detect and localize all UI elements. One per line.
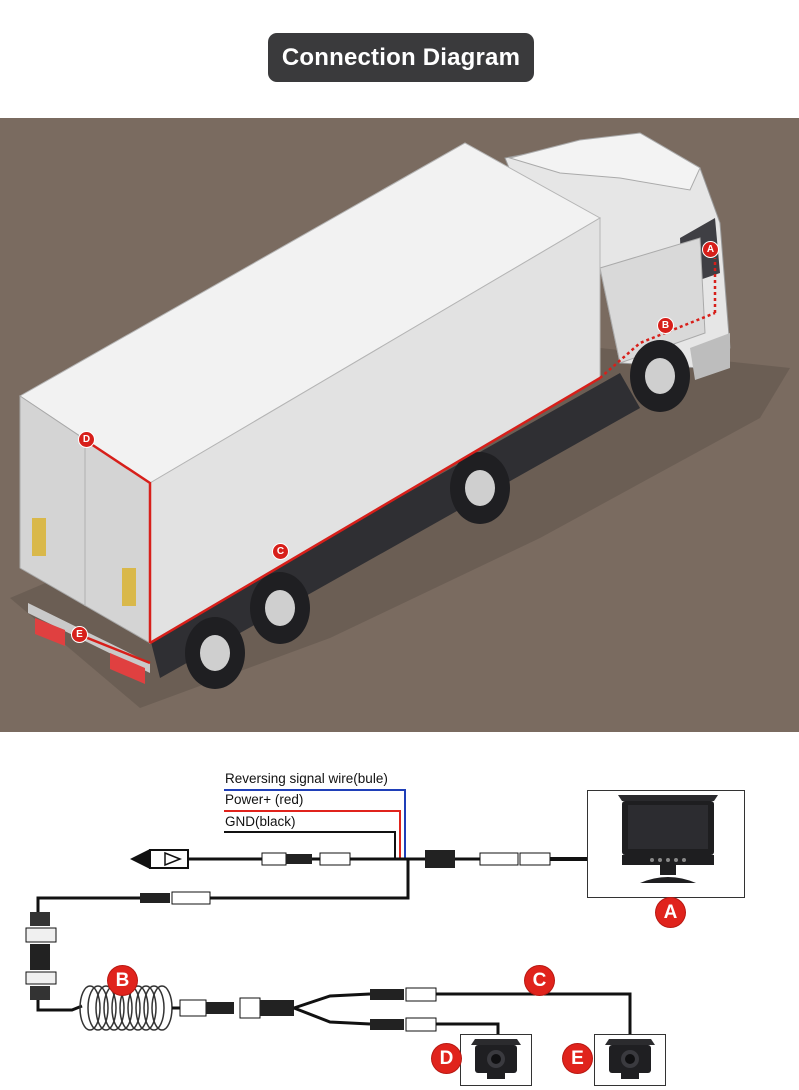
wiring-lines bbox=[25, 789, 632, 1034]
monitor-box bbox=[587, 790, 745, 898]
truck-marker-e: E bbox=[71, 626, 88, 643]
connector-icon bbox=[261, 852, 287, 866]
wheels bbox=[185, 340, 690, 689]
power-wire-label: Power+ (red) bbox=[225, 792, 304, 807]
camera-icon bbox=[605, 1039, 655, 1079]
cab-door bbox=[599, 237, 706, 364]
truck-illustration: A B C D E bbox=[0, 118, 799, 732]
truck-marker-a: A bbox=[702, 241, 719, 258]
cab-roof bbox=[508, 132, 701, 191]
gnd-wire-label: GND(black) bbox=[225, 814, 296, 829]
camera-icon bbox=[471, 1039, 521, 1079]
rear-reflector-left bbox=[32, 518, 46, 556]
rear-plate-right bbox=[110, 653, 145, 684]
page-title: Connection Diagram bbox=[268, 33, 534, 82]
wire-route bbox=[74, 258, 717, 665]
wiring-marker-d: D bbox=[432, 1044, 461, 1073]
truck-drawing bbox=[10, 132, 790, 708]
wiring-marker-e: E bbox=[563, 1044, 592, 1073]
reversing-wire bbox=[224, 789, 406, 858]
truck-marker-c: C bbox=[272, 543, 289, 560]
truck-marker-d: D bbox=[78, 431, 95, 448]
rear-plate-left bbox=[35, 618, 65, 646]
junction-box bbox=[425, 850, 455, 868]
wiring-marker-b: B bbox=[108, 966, 137, 995]
wiring-diagram: Reversing signal wire(bule) Power+ (red)… bbox=[0, 732, 799, 1089]
power-wire bbox=[224, 810, 401, 858]
rear-reflector-right bbox=[122, 568, 136, 606]
wiring-marker-a: A bbox=[656, 898, 685, 927]
gnd-wire bbox=[224, 831, 396, 858]
truck-marker-b: B bbox=[657, 317, 674, 334]
monitor-icon bbox=[618, 795, 718, 883]
cab-bumper bbox=[690, 333, 730, 380]
camera-e-box bbox=[594, 1034, 666, 1086]
plug-icon bbox=[130, 849, 189, 869]
camera-d-box bbox=[460, 1034, 532, 1086]
coupling-connector-icon bbox=[25, 912, 57, 1000]
reversing-wire-label: Reversing signal wire(bule) bbox=[225, 771, 388, 786]
wiring-marker-c: C bbox=[525, 966, 554, 995]
